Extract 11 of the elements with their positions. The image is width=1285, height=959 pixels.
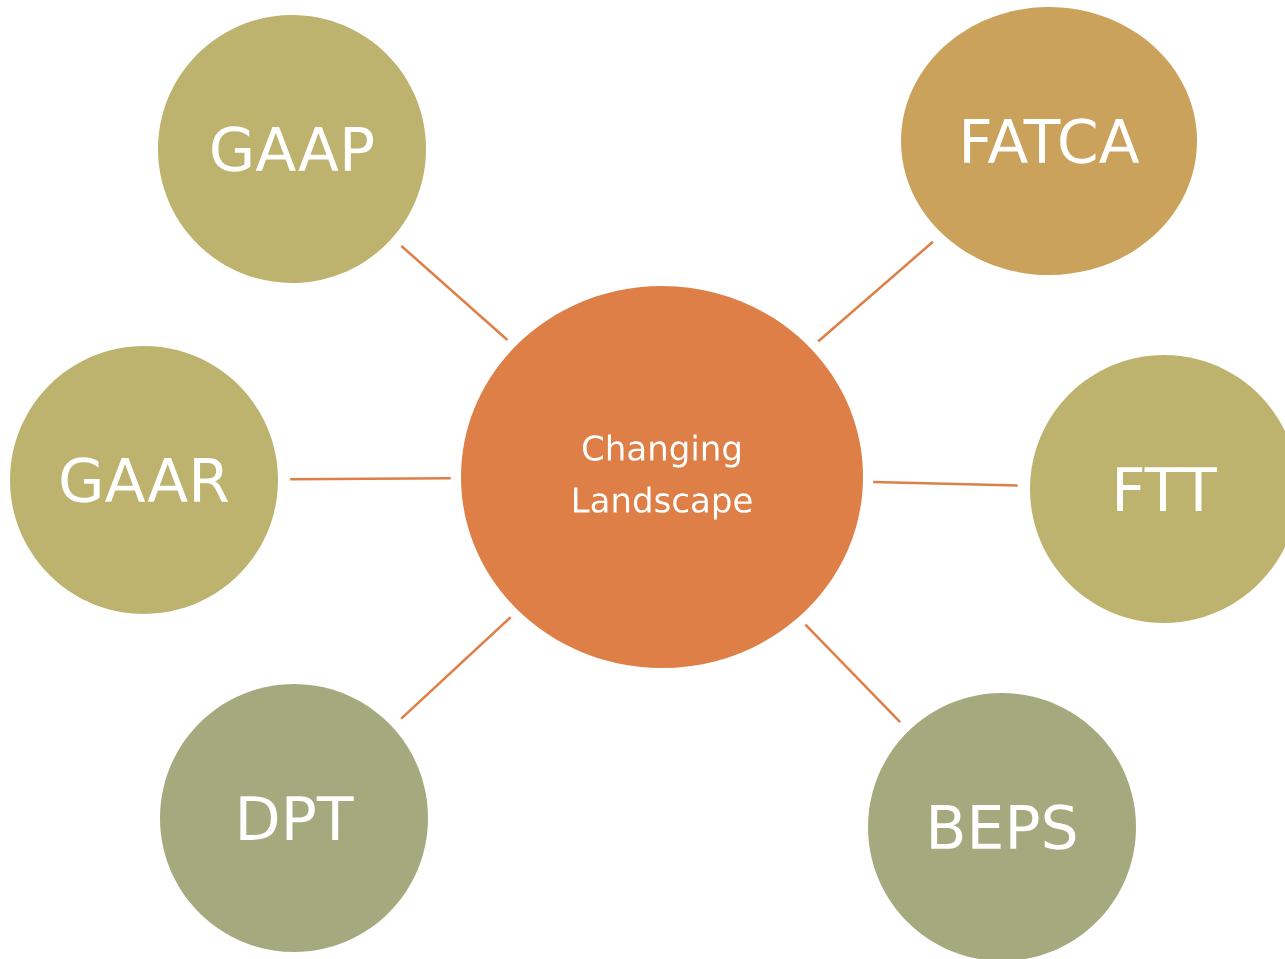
connector-line <box>400 616 512 720</box>
circle-node: GAAR <box>10 346 278 614</box>
connector-line <box>290 477 451 481</box>
connector-line <box>873 480 1018 487</box>
connector-line <box>817 240 934 343</box>
connector-line <box>400 245 509 341</box>
circle-node: Changing Landscape <box>461 286 863 668</box>
circle-node: DPT <box>160 684 428 952</box>
circle-node: GAAP <box>158 15 426 283</box>
connector-line <box>804 623 902 724</box>
circle-node: FATCA <box>901 7 1197 275</box>
